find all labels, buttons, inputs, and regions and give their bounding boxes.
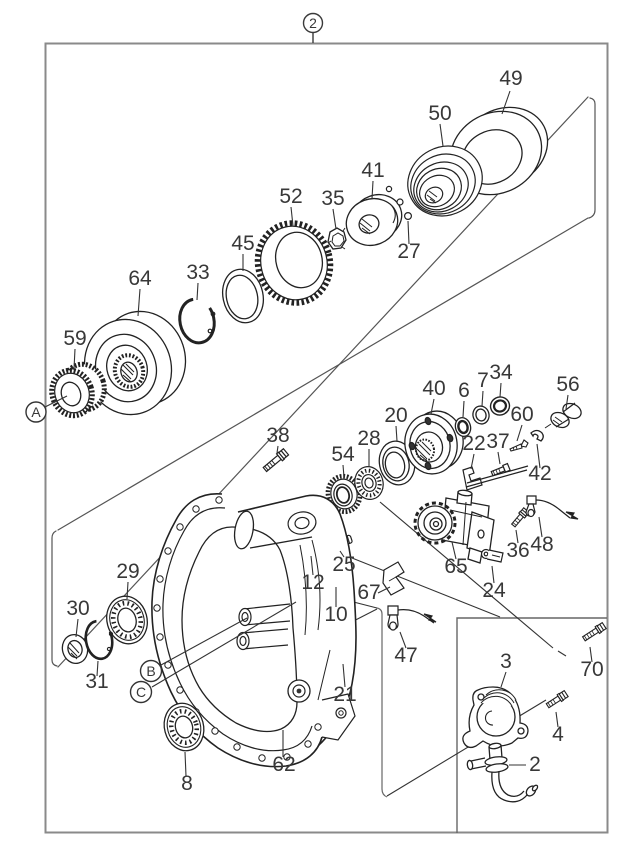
part-drawing-28-bearing (354, 466, 384, 500)
part-label-47[interactable]: 47 (394, 644, 417, 667)
part-label-34[interactable]: 34 (489, 361, 513, 384)
part-label-8[interactable]: 8 (181, 772, 193, 795)
part-drawing-27-balls (385, 185, 413, 221)
part-label-67[interactable]: 67 (357, 581, 380, 604)
part-label-21[interactable]: 21 (333, 683, 356, 706)
part-drawing-33-snap-ring (178, 297, 216, 345)
part-label-31[interactable]: 31 (85, 670, 108, 693)
part-drawing-35-retainer-clip (327, 227, 347, 250)
part-label-33[interactable]: 33 (186, 261, 209, 284)
part-label-59[interactable]: 59 (63, 327, 86, 350)
part-label-24[interactable]: 24 (482, 579, 506, 602)
part-label-60[interactable]: 60 (510, 403, 533, 426)
part-drawing-56-bushing (550, 402, 582, 429)
part-label-64[interactable]: 64 (128, 267, 152, 290)
part-drawing-42-clip (530, 423, 552, 442)
marker-c-circle-icon (129, 680, 153, 704)
part-label-6[interactable]: 6 (458, 379, 470, 402)
case-bolt-holes (153, 496, 322, 762)
part-drawing-2-breather-hose (466, 742, 539, 803)
part-label-7[interactable]: 7 (477, 369, 489, 392)
part-label-12[interactable]: 12 (301, 571, 324, 594)
part-label-20[interactable]: 20 (384, 404, 407, 427)
detail-box (456, 617, 607, 833)
part-label-42[interactable]: 42 (528, 462, 551, 485)
section-marker-c[interactable]: C (136, 684, 146, 700)
part-drawing-48-speed-sensor (525, 495, 579, 520)
part-drawing-8-bearing (163, 702, 205, 752)
part-drawing-47-speed-sensor (387, 605, 437, 631)
part-drawing-24-clamp (480, 548, 504, 563)
part-drawing-62-transfer-case (151, 493, 357, 768)
assembly-callout-label[interactable]: 2 (309, 15, 317, 31)
part-label-35[interactable]: 35 (321, 187, 344, 210)
part-drawing-3-motor-cover (462, 686, 529, 749)
part-label-30[interactable]: 30 (66, 597, 89, 620)
section-markers (25, 401, 163, 704)
outer-border (44, 42, 609, 834)
part-label-37[interactable]: 37 (486, 430, 509, 453)
part-label-36[interactable]: 36 (506, 539, 529, 562)
part-label-52[interactable]: 52 (279, 185, 302, 208)
part-label-62[interactable]: 62 (272, 753, 295, 776)
sensor-panel-boundary (376, 607, 388, 798)
part-label-3[interactable]: 3 (500, 650, 512, 673)
part-drawing-31-snap-ring (84, 619, 114, 661)
part-drawing-54-gear-bearing (325, 473, 363, 515)
part-drawing-41-pump-plate (345, 193, 403, 247)
section-marker-a[interactable]: A (31, 404, 41, 420)
labels: 2 A B C 49 50 41 35 27 52 45 33 64 59 38… (31, 15, 603, 795)
part-label-27[interactable]: 27 (397, 240, 420, 263)
part-drawing-59-gear (49, 361, 107, 419)
part-drawing-6-washer (454, 416, 472, 438)
part-label-50[interactable]: 50 (428, 102, 451, 125)
part-drawing-65-shift-actuator (413, 489, 495, 564)
part-drawing-7-washer (472, 405, 490, 425)
part-drawing-29-bearing (106, 595, 148, 645)
part-drawing-36-bolt (510, 507, 530, 528)
part-drawing-37-bolt-rod (465, 462, 529, 488)
part-label-22[interactable]: 22 (462, 432, 485, 455)
part-drawing-30-oil-seal (61, 633, 89, 665)
part-drawing-70-bolt (581, 621, 607, 642)
assembly-callout (302, 12, 324, 43)
part-label-38[interactable]: 38 (266, 424, 289, 447)
part-drawing-38-bolt (262, 447, 290, 473)
part-drawing-60-screw (509, 439, 529, 452)
part-drawing-22-bracket (462, 466, 483, 491)
part-drawing-67-bracket (382, 561, 405, 596)
part-drawing-52-ring-gear (254, 220, 334, 306)
part-label-49[interactable]: 49 (499, 67, 522, 90)
part-label-40[interactable]: 40 (422, 377, 445, 400)
part-label-45[interactable]: 45 (231, 232, 254, 255)
part-drawing-45-spacer-ring (221, 268, 265, 324)
part-label-4[interactable]: 4 (552, 723, 564, 746)
part-label-25[interactable]: 25 (332, 553, 355, 576)
part-label-48[interactable]: 48 (530, 533, 553, 556)
part-drawing-64-clutch-drum (83, 310, 187, 416)
part-drawing-50-bearing (407, 145, 483, 217)
part-label-41[interactable]: 41 (361, 159, 384, 182)
marker-a-circle-icon (25, 401, 47, 423)
section-marker-b[interactable]: B (146, 663, 155, 679)
part-label-65[interactable]: 65 (444, 555, 467, 578)
marker-b-circle-icon (139, 659, 163, 683)
part-label-54[interactable]: 54 (331, 443, 355, 466)
part-label-56[interactable]: 56 (556, 373, 579, 396)
part-label-28[interactable]: 28 (357, 427, 380, 450)
leader-lines (44, 90, 593, 777)
part-label-10[interactable]: 10 (324, 603, 347, 626)
part-label-29[interactable]: 29 (116, 560, 139, 583)
part-label-2[interactable]: 2 (529, 753, 541, 776)
part-drawing-4-bolt (545, 689, 569, 709)
part-label-70[interactable]: 70 (580, 658, 603, 681)
part-drawing-34-lock-nut (489, 396, 511, 416)
